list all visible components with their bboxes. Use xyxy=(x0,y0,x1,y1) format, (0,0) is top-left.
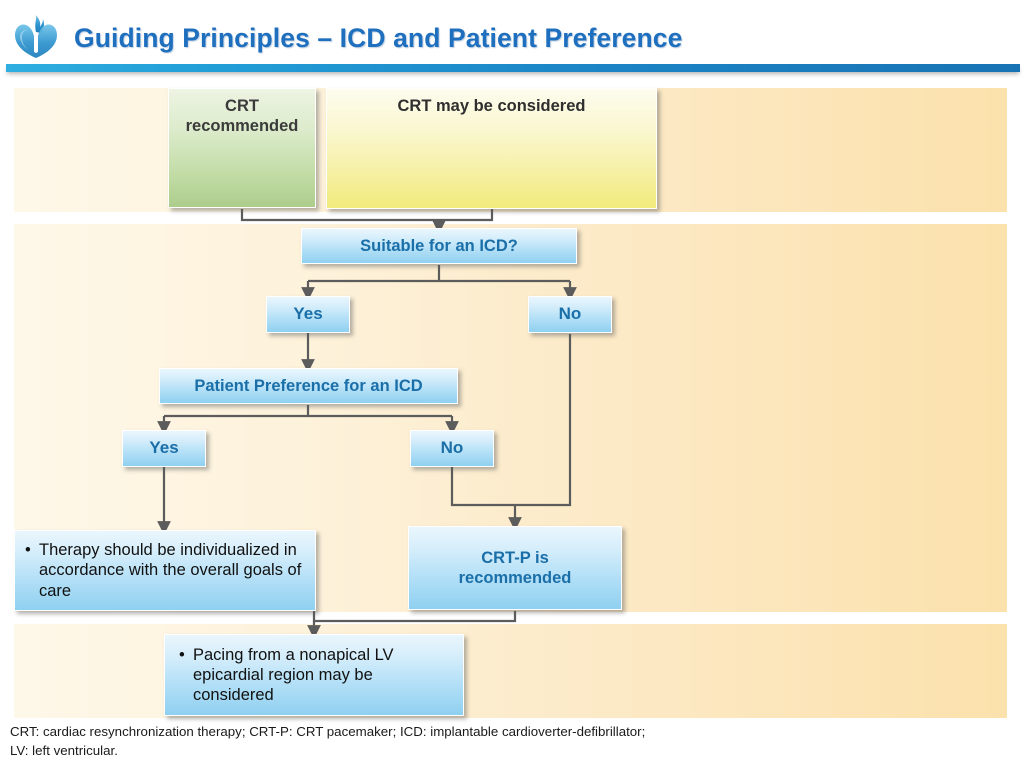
node-icd-yes-label: Yes xyxy=(293,304,323,324)
node-therapy-individualized[interactable]: • Therapy should be individualized in ac… xyxy=(14,530,316,611)
heart-flame-logo xyxy=(12,14,60,60)
slide-header: Guiding Principles – ICD and Patient Pre… xyxy=(0,0,1024,78)
title-divider-rule xyxy=(6,64,1020,72)
node-icd-no[interactable]: No xyxy=(528,296,612,333)
background-band-bottom xyxy=(14,624,1007,718)
node-preference-no-label: No xyxy=(440,438,464,458)
bullet-glyph-therapy: • xyxy=(25,541,31,560)
node-pacing-nonapical-lv[interactable]: • Pacing from a nonapical LV epicardial … xyxy=(164,634,464,716)
node-icd-yes[interactable]: Yes xyxy=(266,296,350,333)
node-patient-preference-label: Patient Preference for an ICD xyxy=(194,376,423,395)
node-suitable-for-icd-label: Suitable for an ICD? xyxy=(360,236,518,255)
node-crt-recommended[interactable]: CRT recommended xyxy=(168,88,316,208)
bullet-glyph-pacing: • xyxy=(179,645,185,664)
node-pacing-nonapical-lv-label: Pacing from a nonapical LV epicardial re… xyxy=(193,645,394,705)
node-crt-recommended-line2: recommended xyxy=(185,117,299,136)
node-preference-yes[interactable]: Yes xyxy=(122,430,206,467)
node-crt-may-be-considered-label: CRT may be considered xyxy=(397,97,586,115)
footnote-line-2: LV: left ventricular. xyxy=(10,743,118,759)
node-preference-yes-label: Yes xyxy=(149,438,179,458)
node-patient-preference-for-icd[interactable]: Patient Preference for an ICD xyxy=(159,368,458,404)
node-suitable-for-icd[interactable]: Suitable for an ICD? xyxy=(301,228,577,264)
abbreviations-footnote: CRT: cardiac resynchronization therapy; … xyxy=(10,722,910,760)
connector-bottom-bracket xyxy=(312,611,517,623)
node-crtp-recommended-line1: CRT-P is xyxy=(481,548,549,567)
node-crtp-recommended-line2: recommended xyxy=(458,569,572,587)
node-preference-no[interactable]: No xyxy=(410,430,494,467)
footnote-line-1: CRT: cardiac resynchronization therapy; … xyxy=(10,724,646,739)
node-icd-no-label: No xyxy=(558,304,582,324)
node-crt-may-be-considered[interactable]: CRT may be considered xyxy=(326,88,657,209)
page-title: Guiding Principles – ICD and Patient Pre… xyxy=(74,23,683,53)
node-crtp-recommended[interactable]: CRT-P is recommended xyxy=(408,526,622,610)
node-therapy-individualized-label: Therapy should be individualized in acco… xyxy=(39,541,302,600)
node-crt-recommended-line1: CRT xyxy=(225,97,259,115)
